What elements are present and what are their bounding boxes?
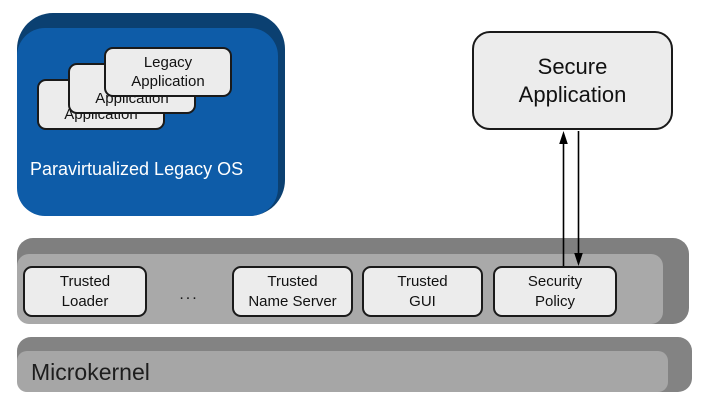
microkernel-bar — [17, 351, 668, 392]
legacy-application-label-line2: Application — [131, 73, 205, 90]
legacy-application-box: Legacy Application — [104, 47, 232, 97]
arrow-up-head — [559, 131, 568, 144]
security-policy-box: Security Policy — [493, 266, 617, 317]
trusted-gui-box: Trusted GUI — [362, 266, 483, 317]
secure-application-label-line2: Application — [518, 81, 627, 107]
trusted-loader-label-line1: Trusted — [59, 272, 111, 290]
security-policy-label-line1: Security — [527, 272, 583, 290]
microkernel-label: Microkernel — [31, 359, 150, 385]
trusted-name-server-box: Trusted Name Server — [232, 266, 353, 317]
secure-application-label-line1: Secure — [537, 53, 608, 79]
trusted-gui-label-line1: Trusted — [397, 272, 448, 290]
trusted-loader-box: Trusted Loader — [23, 266, 147, 317]
trusted-gui-label-line2: GUI — [409, 292, 436, 310]
legacy-os-label: Paravirtualized Legacy OS — [30, 159, 244, 179]
trusted-loader-label-line2: Loader — [61, 292, 109, 310]
secure-application-box: Secure Application — [472, 31, 673, 130]
legacy-application-label-line1: Legacy — [143, 54, 193, 71]
trusted-name-server-label-line1: Trusted — [267, 272, 318, 290]
trusted-name-server-label-line2: Name Server — [248, 292, 337, 310]
security-policy-label-line2: Policy — [534, 292, 575, 310]
more-components-ellipsis: ... — [179, 285, 199, 303]
